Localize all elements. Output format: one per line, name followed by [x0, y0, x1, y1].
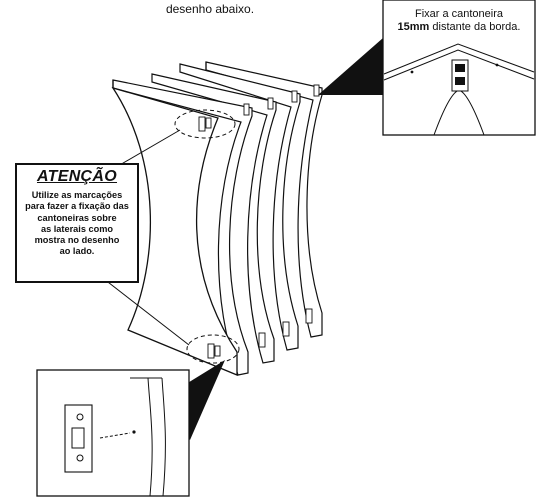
- detail-caption-line1: Fixar a cantoneira: [414, 8, 504, 20]
- attention-line: mostra no desenho: [34, 235, 120, 246]
- attention-line: Utilize as marcações: [31, 190, 123, 200]
- top-caption: desenho abaixo.: [165, 2, 255, 16]
- attention-box: ATENÇÃO Utilize as marcações para fazer …: [15, 163, 139, 283]
- attention-body: Utilize as marcações para fazer a fixaçã…: [17, 190, 137, 258]
- bottom-marking-highlight: [186, 334, 240, 364]
- attention-line: cantoneiras sobre: [37, 212, 117, 223]
- attention-leader-bottom: [103, 278, 190, 346]
- side-panel-1: [112, 79, 253, 376]
- detail-caption-line2: 15mm distante da borda.: [382, 21, 536, 34]
- attention-title: ATENÇÃO: [36, 168, 118, 185]
- attention-line: para fazer a fixação das: [25, 201, 129, 212]
- detail-caption: Fixar a cantoneira 15mm distante da bord…: [382, 8, 536, 34]
- attention-leader-top: [117, 129, 181, 167]
- front-side-panel: [111, 80, 238, 376]
- detail-caption-distance: 15mm: [397, 21, 430, 33]
- bracket-marks: [198, 84, 320, 359]
- top-detail-inset: [382, 0, 536, 136]
- top-marking-highlight: [174, 109, 236, 139]
- attention-line: ao lado.: [59, 246, 95, 257]
- top-detail-callout-wedge: [318, 38, 383, 95]
- bottom-detail-inset: [36, 369, 190, 497]
- attention-line: as laterais como: [40, 223, 113, 234]
- detail-caption-rest: distante da borda.: [429, 21, 521, 33]
- side-panel-3: [179, 63, 301, 351]
